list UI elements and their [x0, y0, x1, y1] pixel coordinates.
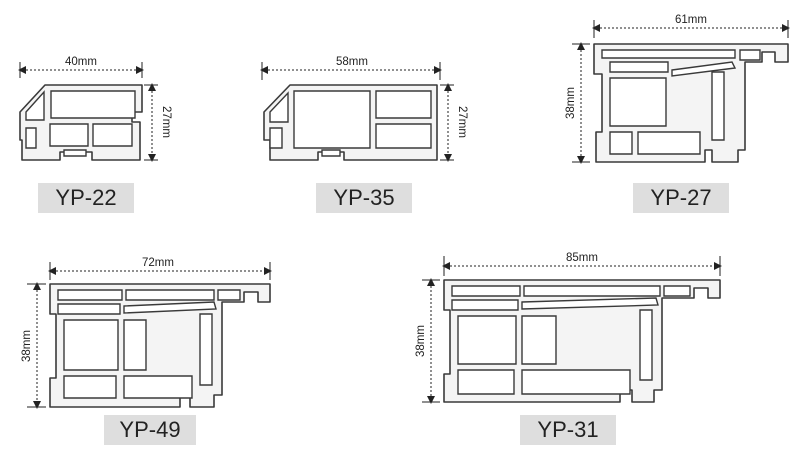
yp-22-label: YP-22 — [38, 183, 134, 213]
yp-31-width-label: 85mm — [566, 252, 598, 264]
yp-31-label: YP-31 — [520, 415, 616, 445]
yp-31-height-label: 38mm — [415, 325, 427, 357]
yp-27-width-dimension: 61mm — [592, 14, 790, 38]
yp-35-drawing — [263, 84, 438, 161]
yp-31-drawing — [443, 279, 721, 403]
yp-35-height-dimension: 27mm — [440, 83, 468, 162]
yp-22-drawing — [19, 84, 143, 161]
yp-31-height-dimension: 38mm — [415, 278, 440, 404]
yp-31-width-dimension: 85mm — [442, 252, 722, 276]
yp-27-height-dimension: 38mm — [565, 42, 590, 164]
profile-yp-31: 85mm 38mm — [415, 252, 722, 404]
profile-yp-35: 58mm 27mm — [260, 56, 468, 162]
profile-yp-49: 72mm 38mm — [21, 257, 272, 409]
yp-49-width-label: 72mm — [142, 257, 174, 269]
yp-49-height-dimension: 38mm — [21, 282, 46, 409]
yp-22-width-label: 40mm — [65, 56, 97, 68]
yp-27-label: YP-27 — [633, 183, 729, 213]
yp-49-width-dimension: 72mm — [48, 257, 272, 280]
yp-49-height-label: 38mm — [21, 330, 33, 362]
yp-22-height-dimension: 27mm — [144, 83, 172, 162]
profile-yp-27: 61mm 38mm — [565, 14, 790, 164]
yp-22-height-label: 27mm — [160, 106, 172, 138]
yp-27-width-label: 61mm — [675, 14, 707, 26]
yp-27-drawing — [593, 43, 789, 163]
profile-yp-22: 40mm 27mm — [18, 56, 172, 162]
yp-49-drawing — [49, 283, 271, 408]
yp-49-label: YP-49 — [104, 415, 196, 445]
yp-35-width-label: 58mm — [336, 56, 368, 68]
yp-35-height-label: 27mm — [456, 106, 468, 138]
yp-22-width-dimension: 40mm — [18, 56, 144, 78]
yp-35-label: YP-35 — [316, 183, 412, 213]
yp-27-height-label: 38mm — [565, 87, 577, 119]
yp-35-width-dimension: 58mm — [260, 56, 442, 80]
